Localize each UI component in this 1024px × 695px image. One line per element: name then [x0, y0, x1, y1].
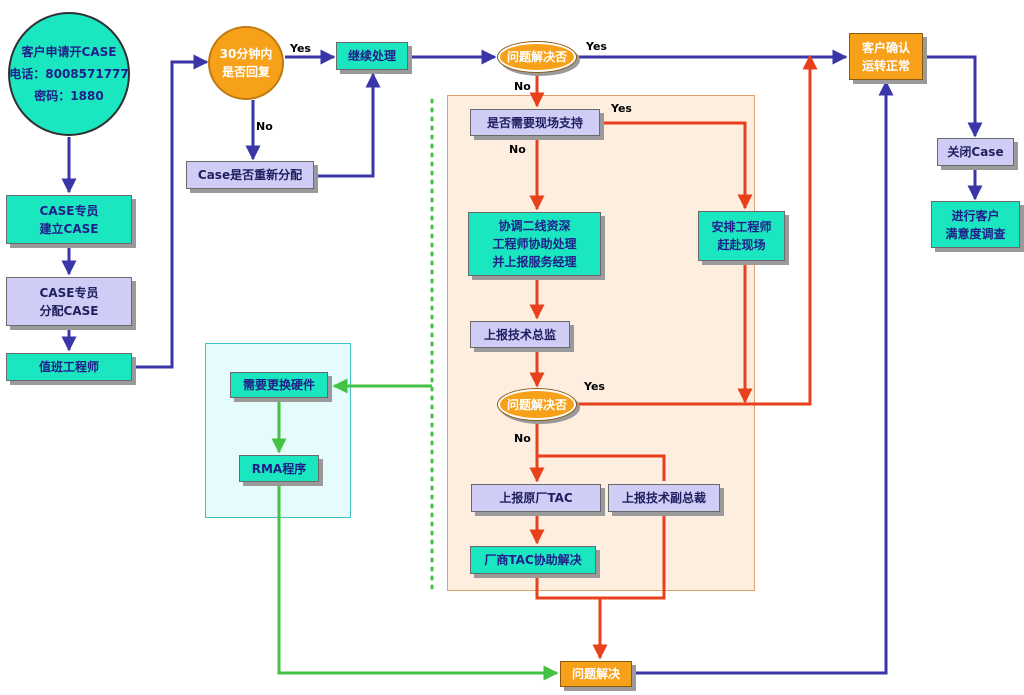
no-label-q1: No [514, 80, 531, 93]
replace-hardware-label: 需要更换硬件 [242, 378, 315, 392]
vendor-tac-assist-box[interactable]: 厂商TAC协助解决 [470, 546, 596, 574]
dispatch-line-1: 安排工程师 [711, 220, 772, 234]
no-label-q2: No [514, 432, 531, 445]
case-staff-assign-box[interactable]: CASE专员分配CASE [6, 277, 132, 326]
continue-process-label: 继续处理 [347, 49, 396, 63]
report-tech-director-box[interactable]: 上报技术总监 [470, 321, 570, 348]
edge-q2-confirm [575, 54, 818, 406]
assign-line-2: 分配CASE [39, 303, 99, 318]
create-line-1: CASE专员 [39, 203, 99, 218]
tac-assist-label: 厂商TAC协助解决 [484, 553, 582, 567]
edge-reassign-continue [316, 72, 381, 178]
rma-label: RMA程序 [251, 461, 307, 476]
report-vendor-tac-box[interactable]: 上报原厂TAC [471, 484, 601, 512]
coordinate-line-3: 并上报服务经理 [492, 255, 577, 269]
create-line-2: 建立CASE [39, 221, 99, 236]
edge-rma-solved [277, 482, 559, 681]
edge-duty-reply [132, 54, 209, 369]
close-case-label: 关闭Case [947, 145, 1004, 159]
resolved-1-label: 问题解决否 [506, 50, 567, 64]
replace-hardware-box[interactable]: 需要更换硬件 [230, 372, 328, 398]
onsite-support-label: 是否需要现场支持 [486, 115, 583, 130]
start-circle[interactable]: 客户申请开CASE 电话：8008571777 密码：1880 [8, 12, 130, 136]
survey-line-2: 满意度调查 [945, 226, 1006, 241]
yes-label-onsite: Yes [611, 102, 632, 115]
survey-box[interactable]: 进行客户满意度调查 [931, 201, 1020, 248]
yes-label-q1: Yes [586, 40, 607, 53]
report-tech-vp-box[interactable]: 上报技术副总裁 [608, 484, 720, 512]
coordinate-line-1: 协调二线资深 [498, 219, 571, 233]
rma-process-box[interactable]: RMA程序 [239, 455, 319, 482]
start-line-2: 电话：8008571777 [9, 67, 129, 81]
close-case-box[interactable]: 关闭Case [937, 138, 1014, 166]
yes-label-reply: Yes [290, 42, 311, 55]
duty-engineer-label: 值班工程师 [38, 360, 99, 374]
dispatch-line-2: 赶赴现场 [717, 238, 766, 252]
problem-solved-box[interactable]: 问题解决 [560, 661, 632, 687]
confirm-line-2: 运转正常 [861, 58, 910, 73]
case-reassign-box[interactable]: Case是否重新分配 [186, 161, 314, 189]
survey-line-1: 进行客户 [951, 208, 1000, 223]
report-director-label: 上报技术总监 [483, 327, 556, 342]
report-tac-label: 上报原厂TAC [499, 491, 573, 505]
edge-onsite-dispatch [600, 121, 753, 210]
resolved-decision-1[interactable]: 问题解决否 [498, 42, 576, 72]
case-reassign-label: Case是否重新分配 [197, 168, 303, 182]
case-staff-create-box[interactable]: CASE专员建立CASE [6, 195, 132, 244]
resolved-2-label: 问题解决否 [506, 397, 567, 412]
confirm-line-1: 客户确认 [861, 40, 910, 55]
problem-solved-label: 问题解决 [571, 667, 620, 681]
start-line-1: 客户申请开CASE [21, 45, 117, 59]
no-label-reply: No [256, 120, 273, 133]
report-vp-label: 上报技术副总裁 [621, 491, 706, 505]
onsite-support-box[interactable]: 是否需要现场支持 [470, 109, 600, 136]
coordinate-senior-box[interactable]: 协调二线资深工程师协助处理并上报服务经理 [468, 212, 601, 276]
continue-process-box[interactable]: 继续处理 [336, 42, 408, 70]
assign-line-1: CASE专员 [39, 285, 99, 300]
coordinate-line-2: 工程师协助处理 [492, 237, 577, 251]
yes-label-q2: Yes [584, 380, 605, 393]
dispatch-engineer-box[interactable]: 安排工程师赶赴现场 [698, 211, 785, 261]
resolved-decision-2[interactable]: 问题解决否 [498, 389, 576, 420]
reply-line-2: 是否回复 [221, 65, 270, 79]
reply-30min-decision[interactable]: 30分钟内是否回复 [208, 26, 284, 100]
customer-confirm-box[interactable]: 客户确认运转正常 [849, 33, 923, 80]
duty-engineer-box[interactable]: 值班工程师 [6, 353, 132, 381]
reply-line-1: 30分钟内 [219, 47, 273, 61]
no-label-onsite: No [509, 143, 526, 156]
start-line-3: 密码：1880 [34, 89, 104, 103]
edge-solved-confirm [632, 80, 894, 675]
edge-split [537, 454, 666, 481]
edge-confirm-close [924, 55, 983, 138]
